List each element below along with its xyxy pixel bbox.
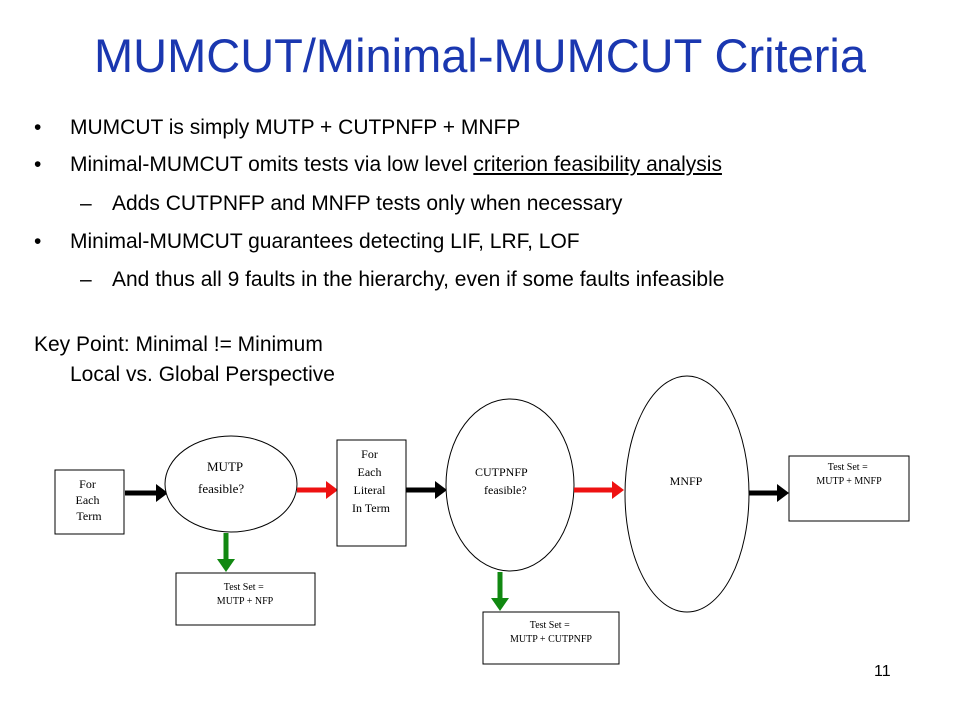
cutpnfp-feasible-label: CUTPNFP feasible? xyxy=(475,465,530,497)
for-each-term-box xyxy=(54,469,125,535)
bullet-marker: • xyxy=(34,116,42,139)
arrow-head xyxy=(156,484,168,502)
bullet-marker: • xyxy=(34,230,42,253)
bullet-marker: • xyxy=(34,153,42,176)
test-set-mutp-nfp-box xyxy=(175,572,316,626)
key-point-line-2: Local vs. Global Perspective xyxy=(70,363,335,386)
mnfp-label: MNFP xyxy=(670,474,703,488)
for-each-literal-label: For Each Literal In Term xyxy=(352,447,391,515)
slide-title: MUMCUT/Minimal-MUMCUT Criteria xyxy=(94,29,866,82)
mutp-feasible-label: MUTP feasible? xyxy=(198,459,246,496)
bullet-3: Minimal-MUMCUT guarantees detecting LIF,… xyxy=(70,230,580,253)
sub-bullet-1: Adds CUTPNFP and MNFP tests only when ne… xyxy=(112,192,623,215)
arrow-head xyxy=(435,481,447,499)
for-each-term-label: For Each Term xyxy=(76,477,103,523)
sub-bullet-marker: – xyxy=(80,192,92,215)
arrow-head xyxy=(217,559,235,572)
bullet-2-underlined: criterion feasibility analysis xyxy=(473,153,722,176)
bullet-1: MUMCUT is simply MUTP + CUTPNFP + MNFP xyxy=(70,116,521,139)
bullet-list: • MUMCUT is simply MUTP + CUTPNFP + MNFP… xyxy=(34,116,725,291)
mnfp-step xyxy=(624,375,750,613)
arrow-head xyxy=(777,484,789,502)
test-set-mutp-cutpnfp-box xyxy=(482,611,620,665)
sub-bullet-marker: – xyxy=(80,268,92,291)
test-set-mutp-mnfp-label: Test Set = MUTP + MNFP xyxy=(816,462,882,487)
arrow-head xyxy=(612,481,624,499)
key-point: Key Point: Minimal != Minimum Local vs. … xyxy=(34,330,335,390)
sub-bullet-2: And thus all 9 faults in the hierarchy, … xyxy=(112,268,725,291)
cutpnfp-feasible-decision xyxy=(445,398,575,572)
key-point-line-1: Key Point: Minimal != Minimum xyxy=(34,333,323,356)
mutp-feasible-decision xyxy=(164,435,298,533)
test-set-mutp-mnfp-box xyxy=(788,455,910,522)
bullet-2: Minimal-MUMCUT omits tests via low level… xyxy=(70,153,722,177)
for-each-literal-box xyxy=(336,439,407,547)
arrow-head xyxy=(491,598,509,611)
page-number: 11 xyxy=(874,663,891,680)
arrow-head xyxy=(326,481,338,499)
bullet-2-text: Minimal-MUMCUT omits tests via low level xyxy=(70,153,474,176)
test-set-mutp-nfp-label: Test Set = MUTP + NFP xyxy=(217,582,274,607)
test-set-mutp-cutpnfp-label: Test Set = MUTP + CUTPNFP xyxy=(510,620,592,645)
